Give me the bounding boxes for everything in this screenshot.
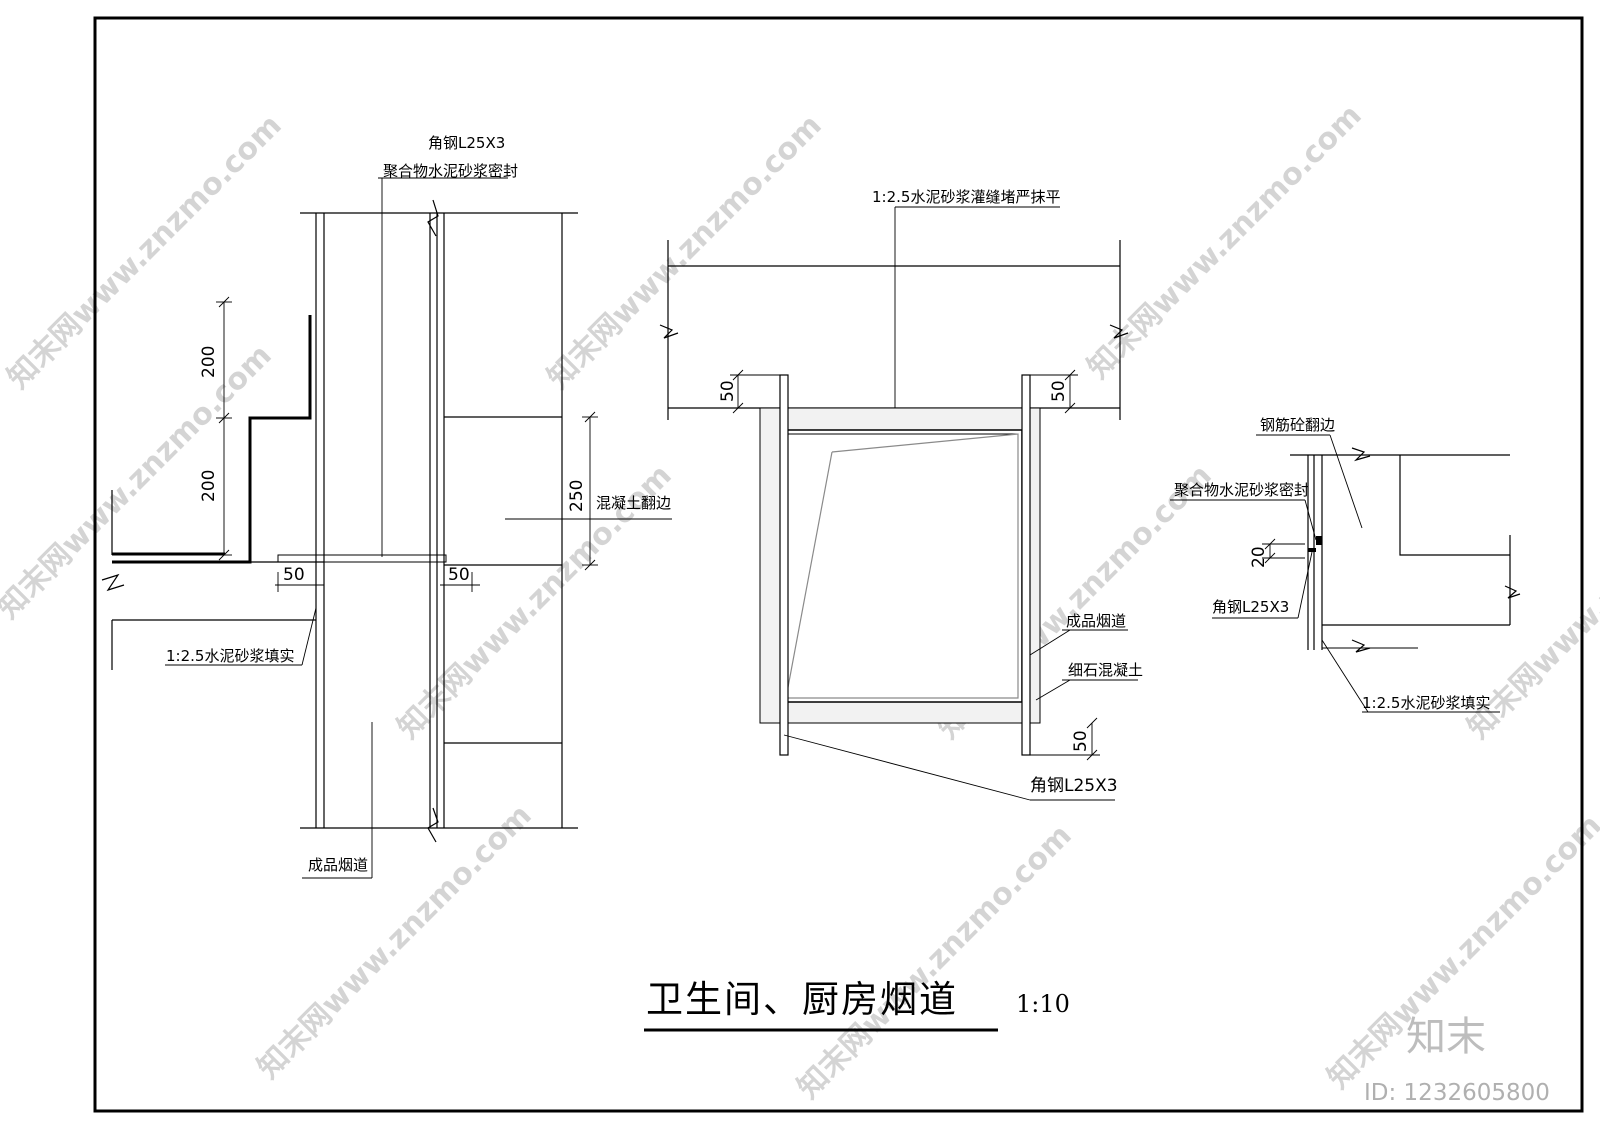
watermark-text: 知末网www.znzmo.com [541, 108, 829, 396]
dim-50-bottom: 50 [1071, 730, 1091, 752]
label-concrete-curb: 混凝土翻边 [596, 494, 671, 512]
label-mortar-fill: 1:2.5水泥砂浆填实 [1362, 694, 1490, 712]
dim-20: 20 [1249, 546, 1269, 568]
watermark-text: 知末网www.znzmo.com [1081, 98, 1369, 386]
dim-50-top-left: 50 [718, 380, 738, 402]
dim-50-top-right: 50 [1049, 380, 1069, 402]
dim-250: 250 [567, 480, 587, 512]
drawing-scale: 1:10 [1016, 990, 1070, 1018]
dim-50-left: 50 [283, 565, 305, 585]
label-fine-concrete: 细石混凝土 [1068, 661, 1143, 679]
label-mortar-fill: 1:2.5水泥砂浆填实 [166, 647, 294, 665]
label-rc-curb: 钢筋砼翻边 [1260, 416, 1335, 434]
label-flue: 成品烟道 [308, 856, 368, 874]
label-mortar-grout: 1:2.5水泥砂浆灌缝堵严抹平 [872, 188, 1060, 206]
watermark-text: 知末网www.znzmo.com [0, 338, 279, 626]
dim-200-lower: 200 [199, 470, 219, 502]
dim-50-right: 50 [448, 565, 470, 585]
drawing-title: 卫生间、厨房烟道 [646, 978, 958, 1021]
id-label: ID: 1232605800 [1364, 1080, 1550, 1106]
label-polymer-seal: 聚合物水泥砂浆密封 [1174, 481, 1309, 499]
middle-plan-detail: 1:2.5水泥砂浆灌缝堵严抹平 成品烟道 细石混凝土 角钢L25X3 50 50… [659, 188, 1143, 801]
label-angle-steel: 角钢L25X3 [1212, 598, 1289, 616]
watermark-text: 知末网www.znzmo.com [791, 818, 1079, 1106]
label-angle-steel: 角钢L25X3 [1030, 776, 1118, 796]
drawing-border [93, 16, 1584, 1113]
watermark-text: 知末网www.znzmo.com [251, 798, 539, 1086]
dim-200-upper: 200 [199, 346, 219, 378]
label-angle-steel: 角钢L25X3 [428, 134, 505, 152]
right-section-detail: 钢筋砼翻边 聚合物水泥砂浆密封 角钢L25X3 1:2.5水泥砂浆填实 20 [1170, 416, 1521, 713]
left-section-detail: 角钢L25X3 聚合物水泥砂浆密封 混凝土翻边 1:2.5水泥砂浆填实 成品烟道… [101, 134, 672, 879]
brand-logo: 知末 [1406, 1014, 1486, 1060]
label-polymer-seal: 聚合物水泥砂浆密封 [383, 162, 518, 180]
label-flue: 成品烟道 [1066, 612, 1126, 630]
